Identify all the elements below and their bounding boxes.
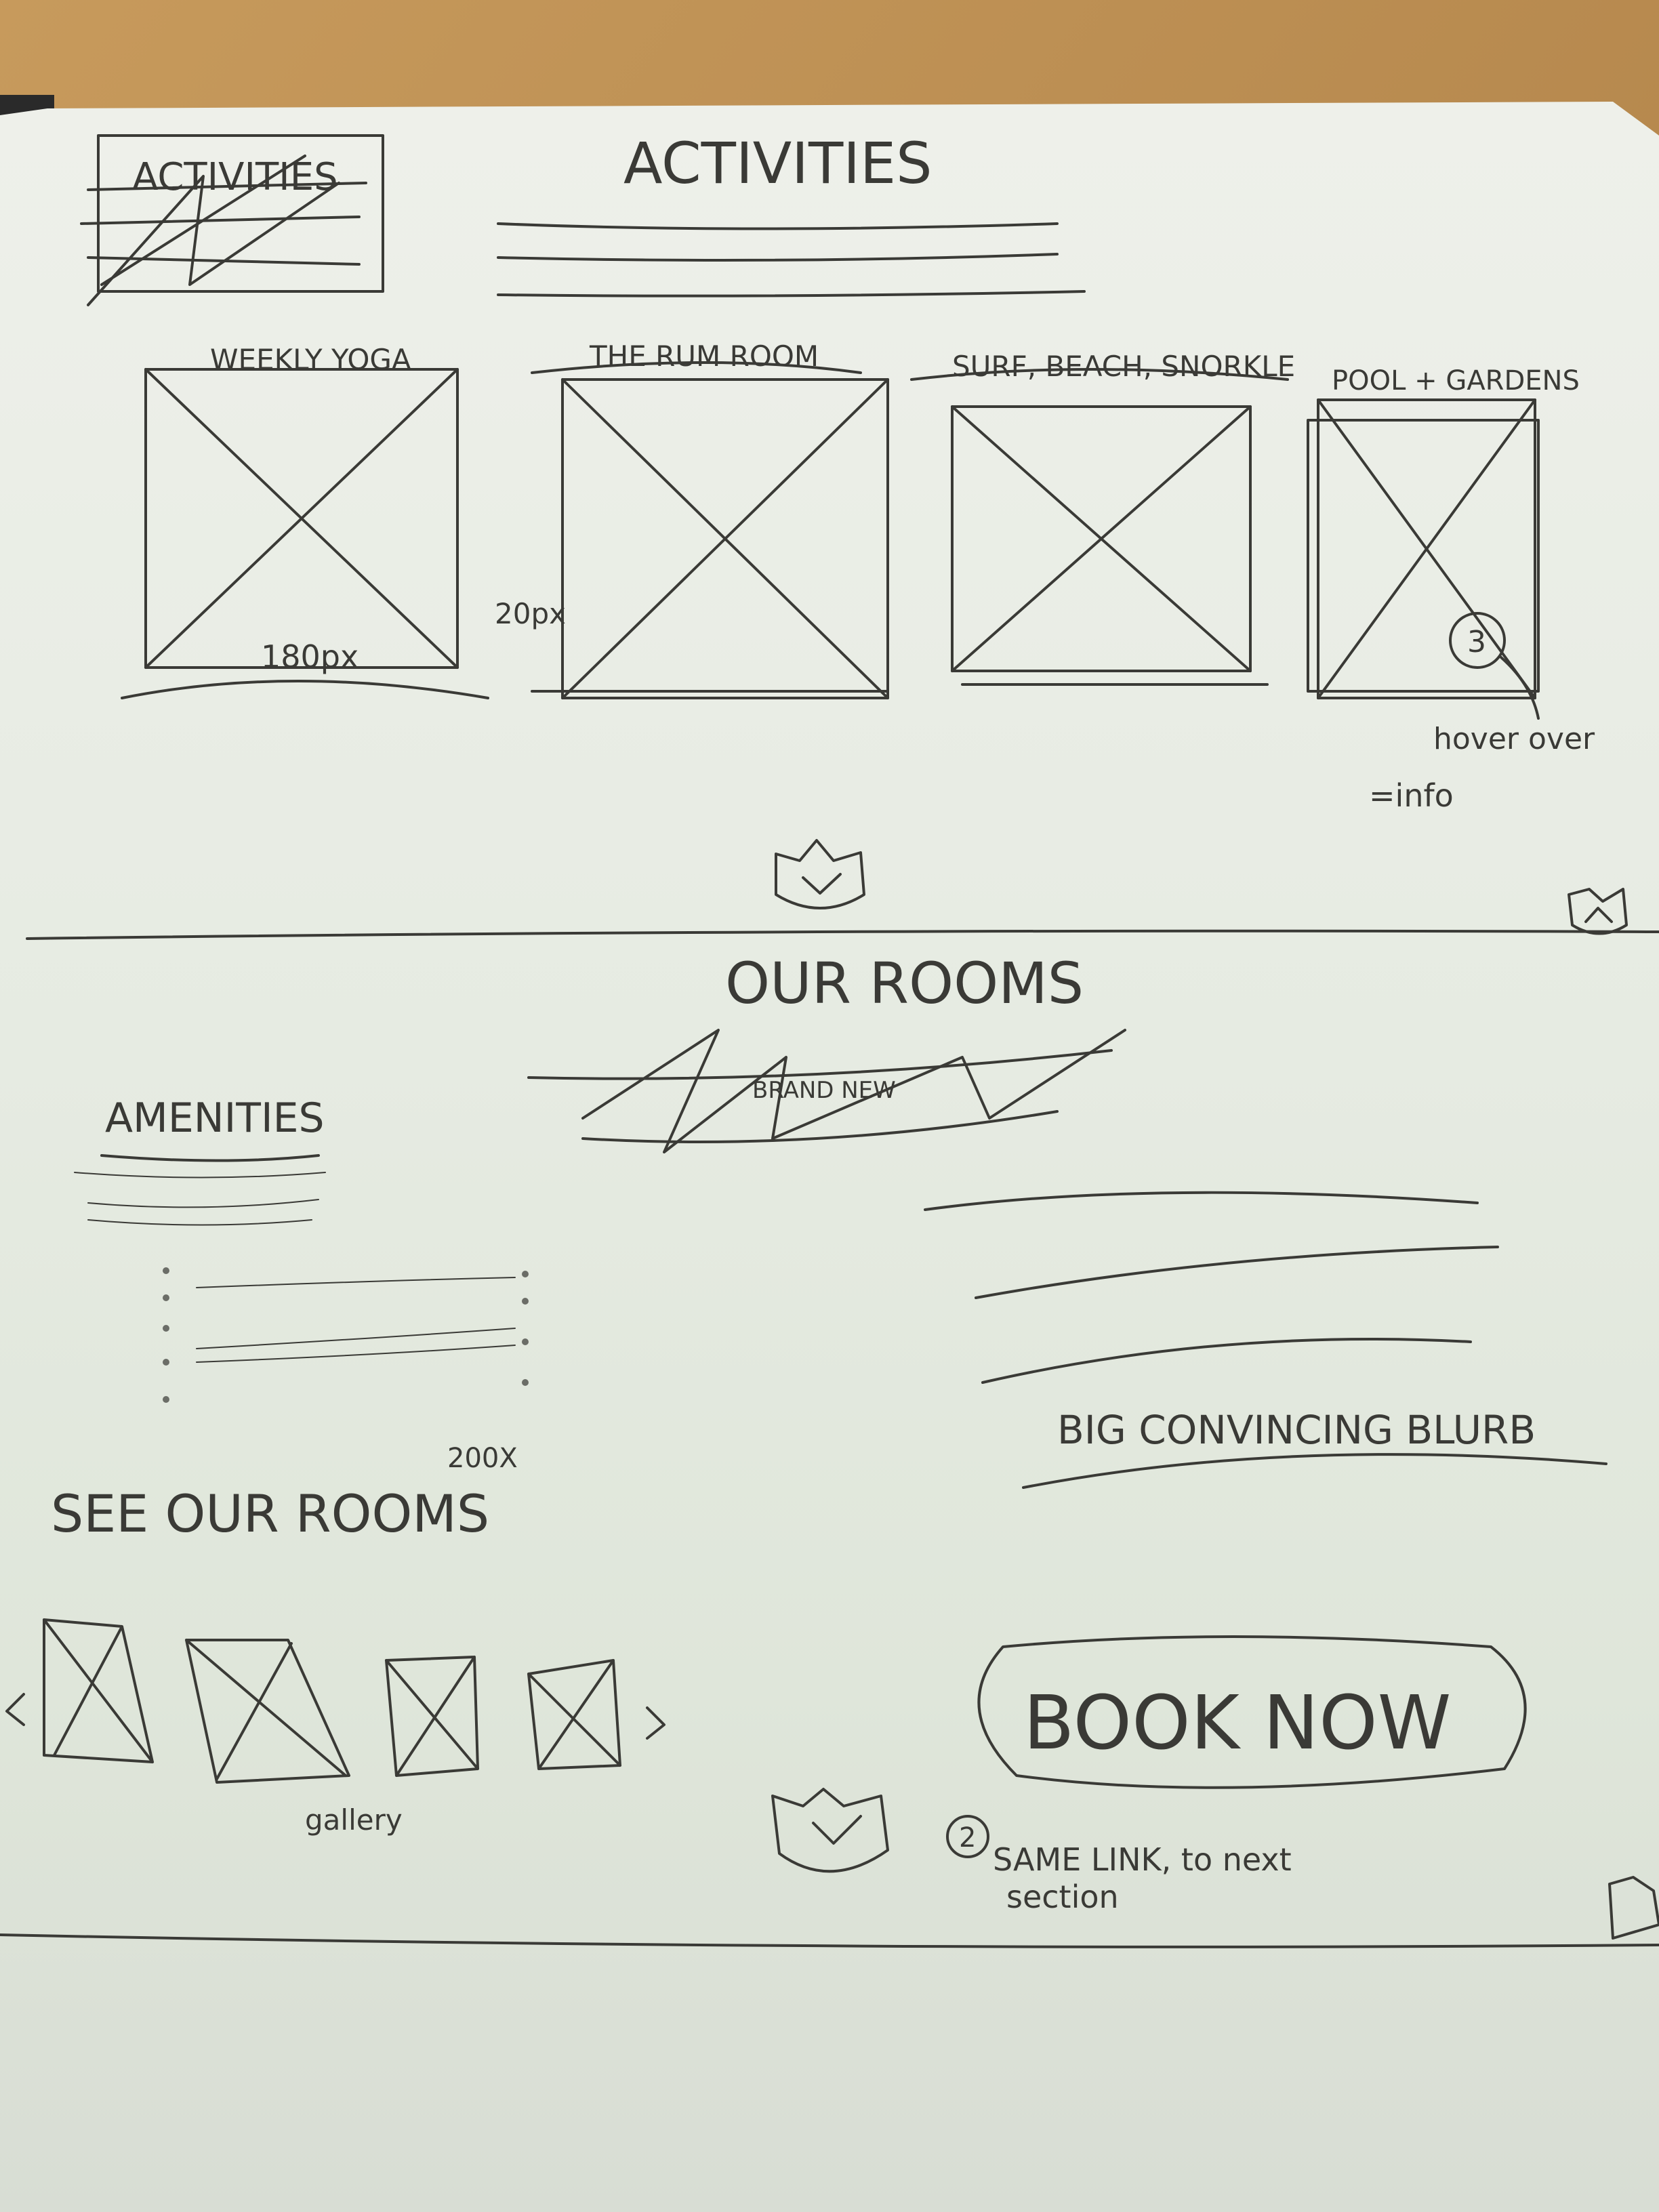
activity-box-rum-room xyxy=(531,361,889,699)
crossed-brand-new-scribble xyxy=(527,1029,1126,1153)
amenity-list-lines xyxy=(196,1277,516,1363)
chevron-down-badge-icon-2[interactable] xyxy=(771,1788,889,1873)
see-rooms-heading: SEE OUR ROOMS xyxy=(51,1483,489,1544)
rooms-title: OUR ROOMS xyxy=(725,950,1084,1017)
blurb-text: BIG CONVINCING BLURB xyxy=(1057,1407,1536,1453)
activity-label-rum-room: THE RUM ROOM xyxy=(589,340,819,373)
activity-box-yoga xyxy=(121,368,489,699)
note-arrow xyxy=(1500,656,1540,720)
activity-label-yoga: WEEKLY YOGA xyxy=(210,343,411,376)
gallery-thumb-2[interactable] xyxy=(185,1639,350,1784)
activity-box-surf xyxy=(910,368,1289,686)
chevron-down-badge-icon[interactable] xyxy=(775,839,865,909)
sketch-paper xyxy=(0,102,1659,2212)
note-number-2: 2 xyxy=(959,1822,976,1853)
info-note: =info xyxy=(1369,777,1454,814)
amenities-underline xyxy=(100,1154,320,1162)
note-marker-2 xyxy=(946,1815,989,1858)
section-divider-1 xyxy=(26,929,1659,940)
crossed-activities-box xyxy=(80,134,384,306)
gallery-thumb-4[interactable] xyxy=(527,1659,621,1770)
dimension-180px: 180px xyxy=(261,638,359,675)
note-marker-1 xyxy=(1449,612,1506,669)
same-link-note: SAME LINK, to next xyxy=(993,1841,1292,1878)
activity-box-pool xyxy=(1307,398,1540,699)
book-now-button-outline[interactable] xyxy=(977,1635,1527,1789)
blurb-lines xyxy=(924,1191,1607,1489)
dimension-20px: 20px xyxy=(495,597,566,630)
note-number-1: 3 xyxy=(1467,625,1486,659)
brand-new-text: BRAND NEW xyxy=(752,1077,896,1104)
activity-label-pool: POOL + GARDENS xyxy=(1332,365,1580,396)
book-now-label[interactable]: BOOK NOW xyxy=(1023,1679,1451,1766)
gallery-thumb-1[interactable] xyxy=(43,1618,154,1763)
chevron-up-badge-icon-2[interactable] xyxy=(1608,1876,1659,1940)
section-note: section xyxy=(1006,1879,1119,1915)
chevron-right-icon[interactable] xyxy=(646,1706,665,1740)
amenities-lines xyxy=(74,1172,326,1226)
dimension-200x: 200X xyxy=(447,1443,518,1474)
hover-note: hover over xyxy=(1433,722,1595,756)
gallery-thumb-3[interactable] xyxy=(385,1656,479,1777)
amenity-bullets xyxy=(163,1267,529,1403)
activity-label-surf: SURF, BEACH, SNORKLE xyxy=(952,350,1295,383)
chevron-left-icon[interactable] xyxy=(5,1693,25,1726)
gallery-label: gallery xyxy=(305,1803,403,1837)
activities-title: ACTIVITIES xyxy=(623,130,932,197)
title-scribble-lines xyxy=(497,222,1086,298)
section-divider-2 xyxy=(0,1933,1659,1948)
crossed-title-text: ACTIVITIES xyxy=(132,155,338,199)
amenities-heading: AMENITIES xyxy=(105,1094,325,1142)
